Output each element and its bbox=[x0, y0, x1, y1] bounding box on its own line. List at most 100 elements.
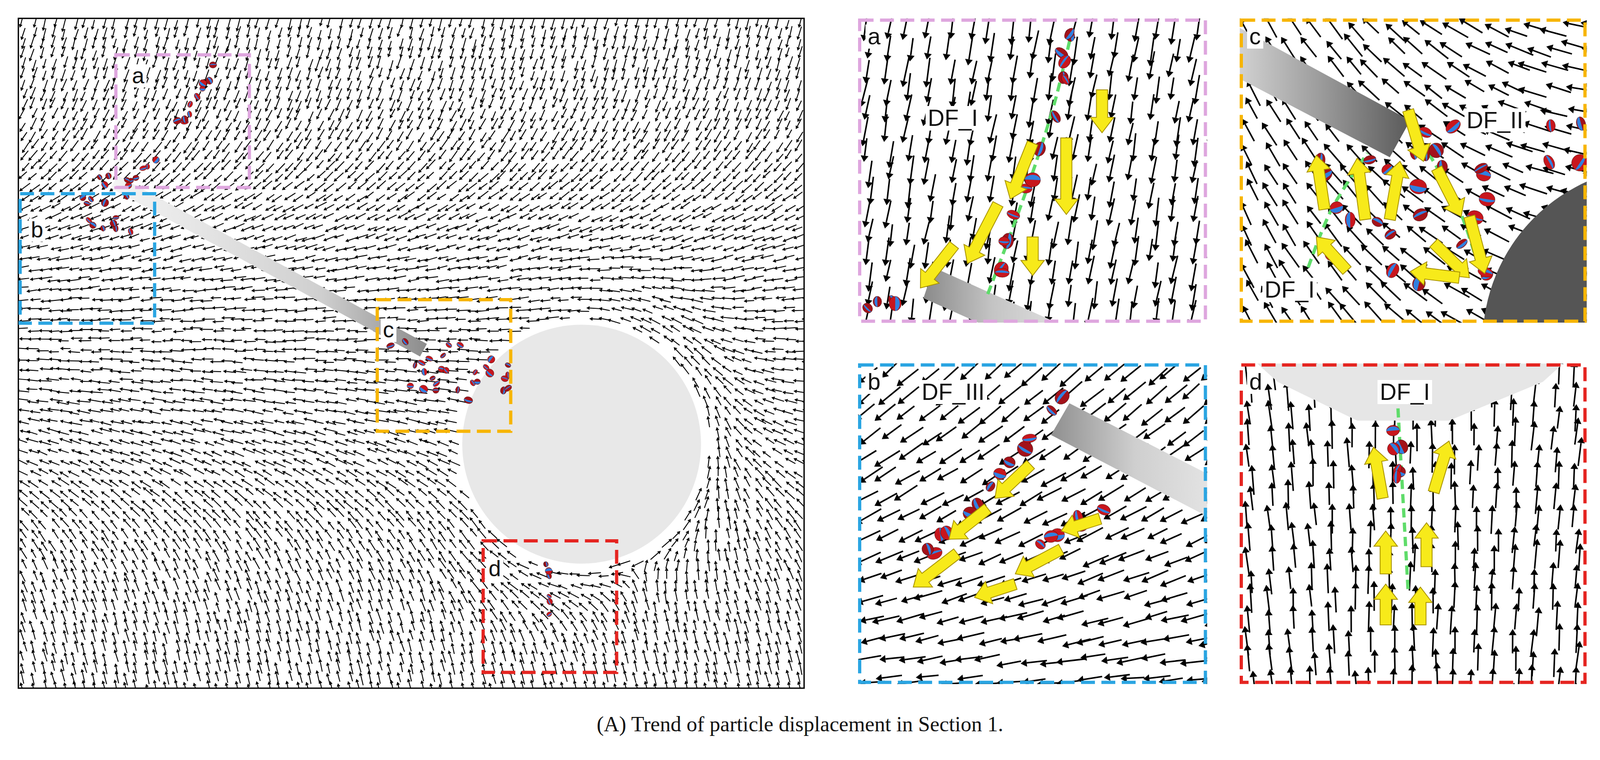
particle-body bbox=[425, 354, 434, 363]
particle bbox=[889, 296, 902, 311]
movement-arrow bbox=[1015, 543, 1064, 577]
movement-arrow bbox=[913, 548, 961, 587]
particle bbox=[545, 610, 553, 618]
particle bbox=[432, 379, 441, 388]
movement-arrow bbox=[1347, 158, 1371, 221]
particle bbox=[486, 353, 497, 365]
particle bbox=[420, 367, 428, 376]
movement-arrow bbox=[1316, 236, 1352, 275]
particle-half bbox=[132, 177, 140, 180]
movement-arrow bbox=[1054, 137, 1079, 215]
particle-half bbox=[401, 338, 408, 346]
particle-body bbox=[172, 116, 183, 126]
particle bbox=[872, 296, 882, 308]
particle-half bbox=[1002, 459, 1015, 468]
particle-half bbox=[1037, 142, 1045, 157]
particle bbox=[1051, 386, 1073, 408]
movement-arrow bbox=[920, 241, 959, 288]
particle bbox=[186, 110, 193, 118]
particle bbox=[432, 387, 439, 394]
particle-half bbox=[440, 353, 447, 359]
particle-body bbox=[1328, 199, 1345, 216]
particle-half bbox=[1043, 531, 1058, 538]
particle-body bbox=[432, 379, 441, 388]
particle-half bbox=[1385, 261, 1397, 278]
movement-arrow bbox=[1428, 440, 1457, 494]
dashed-zoom-box: d bbox=[481, 538, 619, 674]
movement-arrows bbox=[1364, 440, 1456, 625]
particle-body bbox=[1024, 172, 1041, 187]
particle bbox=[920, 541, 936, 557]
particle-half bbox=[472, 369, 477, 375]
particle bbox=[1541, 153, 1557, 172]
particle-half bbox=[994, 270, 1010, 273]
particle bbox=[1005, 208, 1022, 222]
main-panel bbox=[18, 18, 805, 688]
particle-half bbox=[1346, 211, 1351, 228]
particle-body bbox=[104, 172, 112, 180]
particle-half bbox=[1473, 163, 1488, 172]
particle bbox=[417, 383, 430, 395]
particle-half bbox=[485, 370, 493, 377]
panel-letter: c bbox=[380, 318, 397, 342]
particle bbox=[545, 597, 554, 606]
particle-body bbox=[96, 173, 104, 181]
particle-half bbox=[1389, 441, 1401, 454]
inset-panel bbox=[858, 363, 1207, 684]
vector-heads bbox=[18, 22, 805, 688]
particle-half bbox=[182, 115, 186, 124]
particle bbox=[998, 236, 1010, 247]
particles bbox=[1312, 115, 1587, 293]
particle bbox=[994, 267, 1010, 278]
particle bbox=[544, 566, 553, 575]
particle-body bbox=[123, 176, 131, 184]
particle-half bbox=[418, 386, 427, 395]
particle-body bbox=[1370, 215, 1385, 229]
particle-half bbox=[111, 219, 117, 227]
particle-half bbox=[1386, 425, 1400, 431]
particle-half bbox=[1408, 184, 1427, 194]
particle-body bbox=[444, 340, 453, 349]
panel-letter: d bbox=[1247, 369, 1265, 395]
dashed-border bbox=[116, 54, 250, 187]
particle-body bbox=[151, 154, 161, 165]
particle-body bbox=[132, 174, 140, 182]
particle-body bbox=[420, 367, 428, 376]
particle bbox=[401, 336, 410, 346]
zone-label: DF_I bbox=[1262, 277, 1317, 303]
particle bbox=[1021, 432, 1038, 444]
bar bbox=[111, 175, 427, 357]
particle-body bbox=[994, 267, 1010, 278]
particle bbox=[428, 374, 437, 382]
particle-half bbox=[100, 181, 107, 189]
particle-half bbox=[1330, 205, 1345, 215]
particle-body bbox=[441, 365, 451, 375]
particle-half bbox=[1548, 119, 1552, 132]
particle-half bbox=[1372, 216, 1384, 225]
particle-body bbox=[500, 374, 510, 383]
particle-half bbox=[504, 384, 512, 391]
panel-letter: c bbox=[1247, 24, 1264, 50]
movement-arrow bbox=[1307, 154, 1331, 211]
particle-half bbox=[124, 177, 131, 182]
particle-half bbox=[425, 357, 433, 362]
panel-letter: b bbox=[865, 369, 884, 395]
particle-body bbox=[416, 358, 427, 367]
inset-panel bbox=[1239, 18, 1587, 323]
particle-half bbox=[1432, 142, 1444, 157]
particle bbox=[88, 220, 98, 230]
particle-half bbox=[487, 354, 494, 363]
trend-line bbox=[1397, 407, 1409, 592]
movement-arrows bbox=[1307, 108, 1493, 285]
particle bbox=[132, 174, 140, 182]
dashed-border bbox=[1241, 19, 1586, 321]
movement-arrow bbox=[1410, 261, 1460, 285]
particle bbox=[1062, 26, 1077, 42]
particle-half bbox=[1016, 444, 1032, 456]
movement-arrow bbox=[1090, 89, 1114, 133]
trend-line bbox=[987, 32, 1072, 295]
particle-body bbox=[860, 300, 875, 315]
particles bbox=[1384, 424, 1411, 483]
particle-body bbox=[1021, 432, 1038, 444]
